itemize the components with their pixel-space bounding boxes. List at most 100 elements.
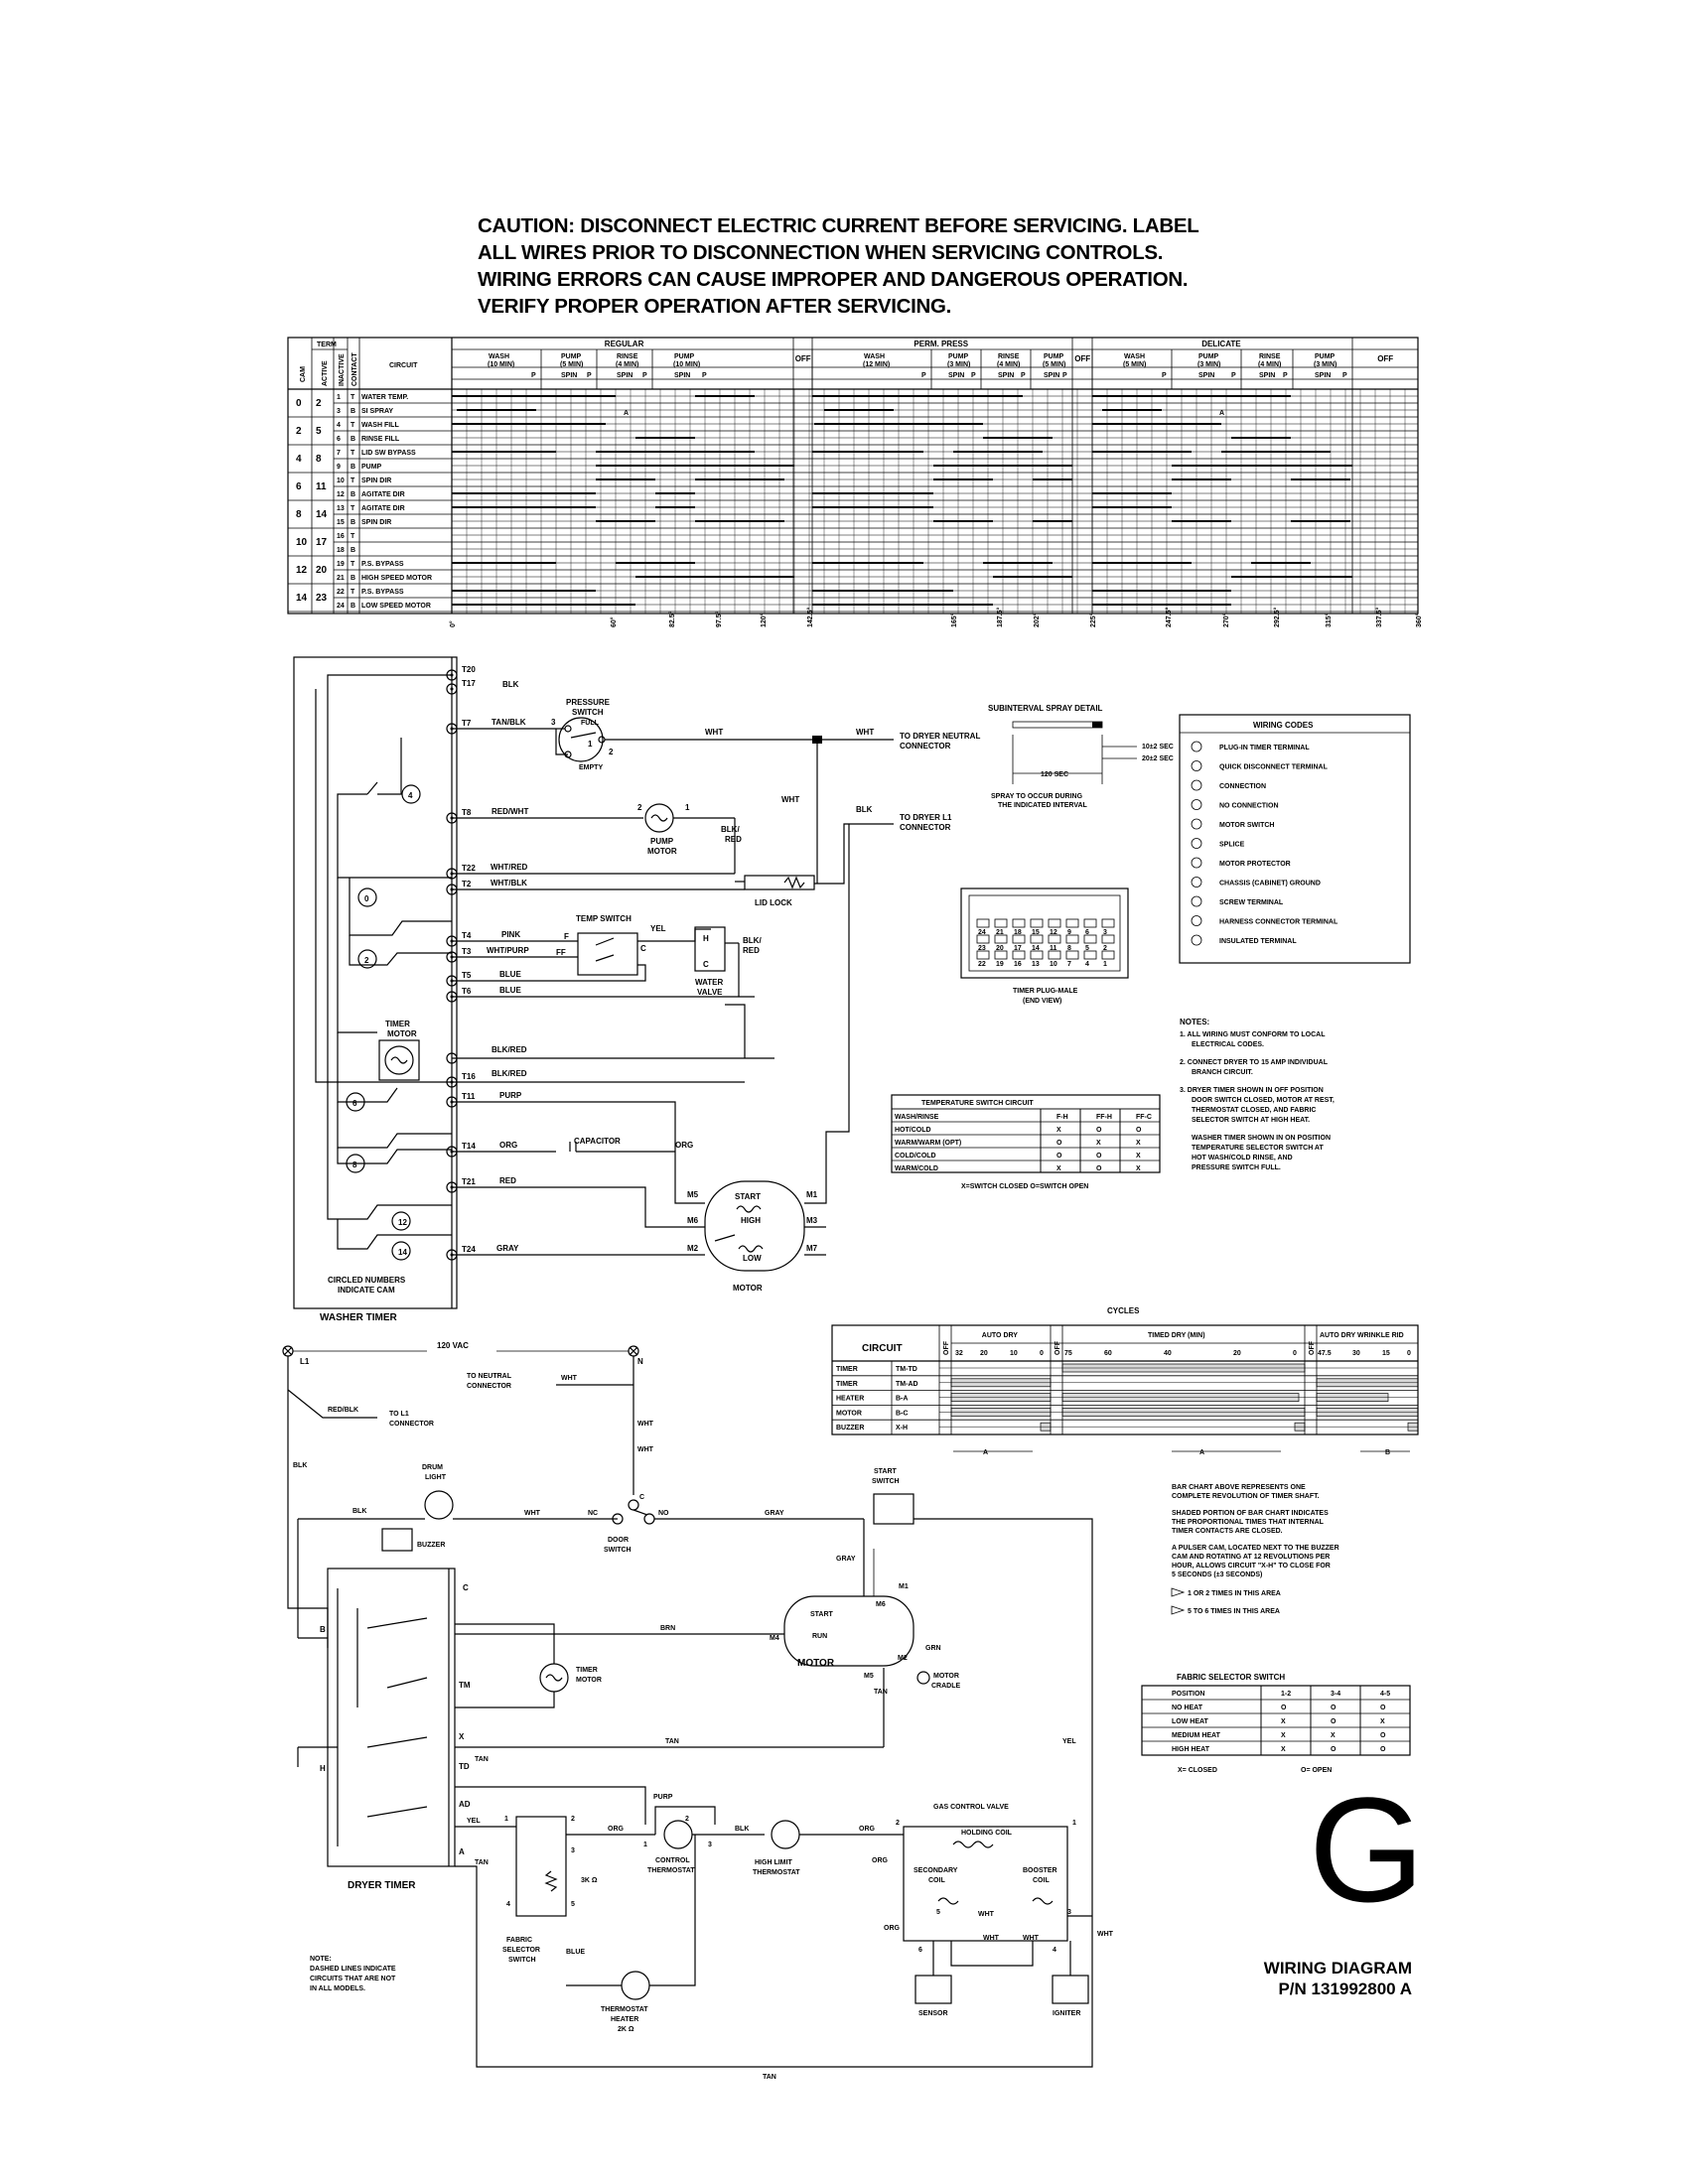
- cycles-note-1-2: TIMER CONTACTS ARE CLOSED.: [1172, 1528, 1283, 1535]
- door-nc: NC: [588, 1510, 598, 1517]
- phase-0-2-name: RINSE: [617, 353, 638, 360]
- plug-pin-5: [1083, 934, 1097, 944]
- phase-2-2-spin: SPIN: [1259, 372, 1275, 379]
- term-number-8: 13: [337, 505, 345, 512]
- term-number-12: 19: [337, 561, 345, 568]
- cam-number-2: 2: [296, 426, 302, 437]
- term-number-4: 7: [337, 450, 341, 457]
- degree-label-15: 360°: [1415, 613, 1423, 627]
- terminal-label-t24: T24: [462, 1245, 476, 1254]
- degree-label-8: 202°: [1033, 613, 1041, 627]
- circuit-name-1: SI SPRAY: [361, 408, 393, 415]
- plug-pin-label-24: 24: [978, 929, 986, 936]
- phase-2-0-p: P: [1162, 372, 1167, 379]
- dryer-blk-1: BLK: [293, 1462, 307, 1469]
- wiring-code-symbol-1: [1191, 760, 1202, 771]
- booster-coil-2: COIL: [1033, 1877, 1050, 1884]
- term-number-15: 24: [337, 603, 345, 610]
- dryer-yel-2: YEL: [467, 1818, 481, 1825]
- dryer-term-x: X: [459, 1732, 465, 1741]
- terminal-label-t16: T16: [462, 1072, 476, 1081]
- note-0-line-1: ELECTRICAL CODES.: [1192, 1041, 1264, 1048]
- plug-pin-label-16: 16: [1014, 961, 1022, 968]
- plug-pin-13: [1030, 950, 1044, 960]
- cam-number-label-6: 6: [352, 1099, 357, 1108]
- dryer-motor-run: RUN: [812, 1633, 827, 1640]
- degree-label-7: 187.5°: [996, 607, 1004, 627]
- contact-code-7: B: [351, 491, 355, 498]
- wiring-code-10: INSULATED TERMINAL: [1219, 938, 1297, 945]
- plug-pin-18: [1012, 918, 1026, 928]
- cam-number-label-14: 14: [398, 1248, 407, 1257]
- active-term-4: 8: [316, 454, 322, 465]
- notes-title: NOTES:: [1180, 1018, 1209, 1026]
- cycle-group-1: OFF: [795, 354, 811, 363]
- plug-pin-label-18: 18: [1014, 929, 1022, 936]
- term-number-14: 22: [337, 589, 345, 596]
- wv-pin-h: H: [703, 934, 709, 943]
- terminal-label-t20: T20: [462, 665, 476, 674]
- wire-wht-3: WHT: [781, 795, 799, 804]
- terminal-label-t17: T17: [462, 679, 476, 688]
- circuit-name-9: SPIN DIR: [361, 519, 391, 526]
- cam-circle-4: [401, 784, 421, 804]
- dryer-term-td: TD: [459, 1762, 470, 1771]
- contact-code-3: B: [351, 436, 355, 443]
- terminal-label-t7: T7: [462, 719, 472, 728]
- subinterval-c: 120 SEC: [1041, 771, 1068, 778]
- plug-pin-label-23: 23: [978, 945, 986, 952]
- cycles-marker-a-2: A: [1199, 1449, 1204, 1456]
- motor-m7: M7: [806, 1244, 818, 1253]
- caution-line-2: ALL WIRES PRIOR TO DISCONNECTION WHEN SE…: [478, 241, 1164, 264]
- cycles-note-2-1: CAM AND ROTATING AT 12 REVOLUTIONS PER: [1172, 1554, 1330, 1561]
- cam-number-12: 12: [296, 565, 308, 576]
- temp-cell-1-2: O: [1096, 1127, 1102, 1134]
- plug-pin-22: [976, 950, 990, 960]
- dryer-wht-1: WHT: [561, 1375, 578, 1382]
- secondary-coil-1: SECONDARY: [914, 1867, 958, 1874]
- phase-0-3-p: P: [702, 372, 707, 379]
- wiring-code-2: CONNECTION: [1219, 783, 1266, 790]
- cycles-tick-a-0: 32: [955, 1350, 963, 1357]
- dryer-timer-motor-2: MOTOR: [576, 1677, 602, 1684]
- fabric-cell-4-1: X: [1281, 1746, 1286, 1753]
- wiring-code-4: MOTOR SWITCH: [1219, 822, 1274, 829]
- dryer-m1: M1: [899, 1583, 909, 1590]
- cam-number-6: 6: [296, 481, 302, 492]
- pump-motor-label-1: PUMP: [650, 837, 674, 846]
- term-number-7: 12: [337, 491, 345, 498]
- wire-wht-red: WHT/RED: [491, 863, 528, 872]
- cam-circle-0: [357, 887, 377, 907]
- dryer-blk-3: BLK: [735, 1826, 749, 1833]
- circuit-name-13: HIGH SPEED MOTOR: [361, 575, 432, 582]
- dryer-tan-1: TAN: [874, 1689, 888, 1696]
- high-limit-1: HIGH LIMIT: [755, 1859, 792, 1866]
- wire-blk-red-valve-2: RED: [743, 946, 760, 955]
- terminal-label-t6: T6: [462, 987, 472, 996]
- caution-notice: CAUTION: DISCONNECT ELECTRIC CURRENT BEF…: [478, 212, 1232, 320]
- pm-pin-1: 1: [685, 803, 690, 812]
- ts-pin-f: F: [564, 932, 569, 941]
- phase-1-1-spin: SPIN: [948, 372, 964, 379]
- plug-pin-8: [1065, 934, 1079, 944]
- cycles-seg-2: OFF: [1055, 1340, 1061, 1355]
- fabric-cell-0-1: 1-2: [1281, 1691, 1291, 1698]
- phase-2-3-time: (3 MIN): [1314, 361, 1336, 368]
- cycles-circuit-header: CIRCUIT: [862, 1343, 903, 1354]
- inactive-header: INACTIVE: [339, 353, 346, 386]
- plug-pin-16: [1012, 950, 1026, 960]
- cycles-tick-c-2: 15: [1382, 1350, 1390, 1357]
- gas-pin-5: 5: [936, 1909, 940, 1916]
- wiring-code-8: SCREW TERMINAL: [1219, 899, 1284, 906]
- wiring-diagram-title: WIRING DIAGRAM: [1263, 1959, 1412, 1978]
- fabric-title: FABRIC SELECTOR SWITCH: [1177, 1673, 1285, 1682]
- temp-cell-0-2: FF-H: [1096, 1114, 1112, 1121]
- temp-cell-1-3: O: [1136, 1127, 1142, 1134]
- sensor-label: SENSOR: [918, 2010, 948, 2017]
- motor-m6: M6: [687, 1216, 699, 1225]
- pressure-full-label: FULL: [581, 720, 600, 727]
- phase-1-3-time: (5 MIN): [1043, 361, 1065, 368]
- dryer-m2: M2: [898, 1655, 908, 1662]
- circuit-name-14: P.S. BYPASS: [361, 589, 404, 596]
